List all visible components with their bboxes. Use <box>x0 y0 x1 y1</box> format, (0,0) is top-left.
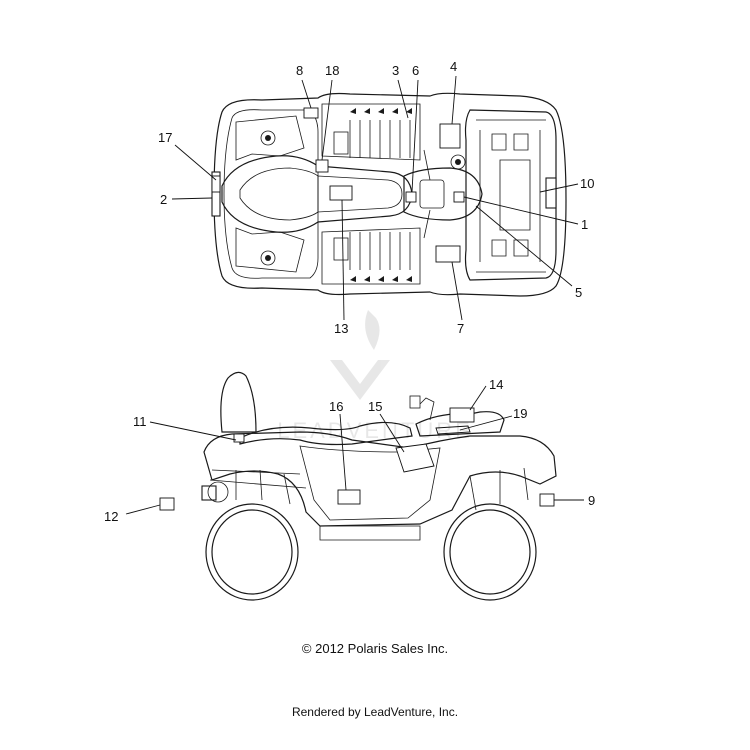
decal-4 <box>439 123 461 149</box>
copyright-text: © 2012 Polaris Sales Inc. <box>301 641 449 656</box>
atv-side-view <box>159 371 557 601</box>
decal-1 <box>453 191 465 203</box>
callout-16: 16 <box>329 399 343 414</box>
callout-19: 19 <box>513 406 527 421</box>
callout-14: 14 <box>489 377 503 392</box>
callout-8: 8 <box>296 63 303 78</box>
callout-12: 12 <box>104 509 118 524</box>
callout-labels: 8 18 3 6 4 17 2 10 1 5 13 7 14 16 15 19 … <box>104 59 595 524</box>
leader-lines <box>125 75 584 515</box>
decal-17 <box>211 175 221 193</box>
decal-18 <box>315 159 329 173</box>
callout-6: 6 <box>412 63 419 78</box>
callout-9: 9 <box>588 493 595 508</box>
callout-13: 13 <box>334 321 348 336</box>
callout-10: 10 <box>580 176 594 191</box>
callout-4: 4 <box>450 59 457 74</box>
decal-11 <box>233 433 245 443</box>
callout-1: 1 <box>581 217 588 232</box>
decal-7 <box>435 245 461 263</box>
callout-18: 18 <box>325 63 339 78</box>
decal-9 <box>539 493 555 507</box>
leadventure-watermark: LEADVENTURE <box>277 310 473 443</box>
callout-11: 11 <box>133 414 147 429</box>
decal-13 <box>329 185 353 201</box>
decal-6 <box>405 191 417 203</box>
decal-8 <box>303 107 319 119</box>
decal-19 <box>435 425 471 435</box>
callout-2: 2 <box>160 192 167 207</box>
decal-12 <box>159 497 175 511</box>
rendered-by-text: Rendered by LeadVenture, Inc. <box>291 705 459 719</box>
callout-7: 7 <box>457 321 464 336</box>
svg-text:LEADVENTURE: LEADVENTURE <box>277 418 473 443</box>
atv-top-view <box>211 92 567 297</box>
callout-5: 5 <box>575 285 582 300</box>
callout-15: 15 <box>368 399 382 414</box>
callout-3: 3 <box>392 63 399 78</box>
decal-15 <box>395 443 435 473</box>
callout-17: 17 <box>158 130 172 145</box>
decal-16 <box>337 489 361 505</box>
decal-14 <box>449 407 475 423</box>
